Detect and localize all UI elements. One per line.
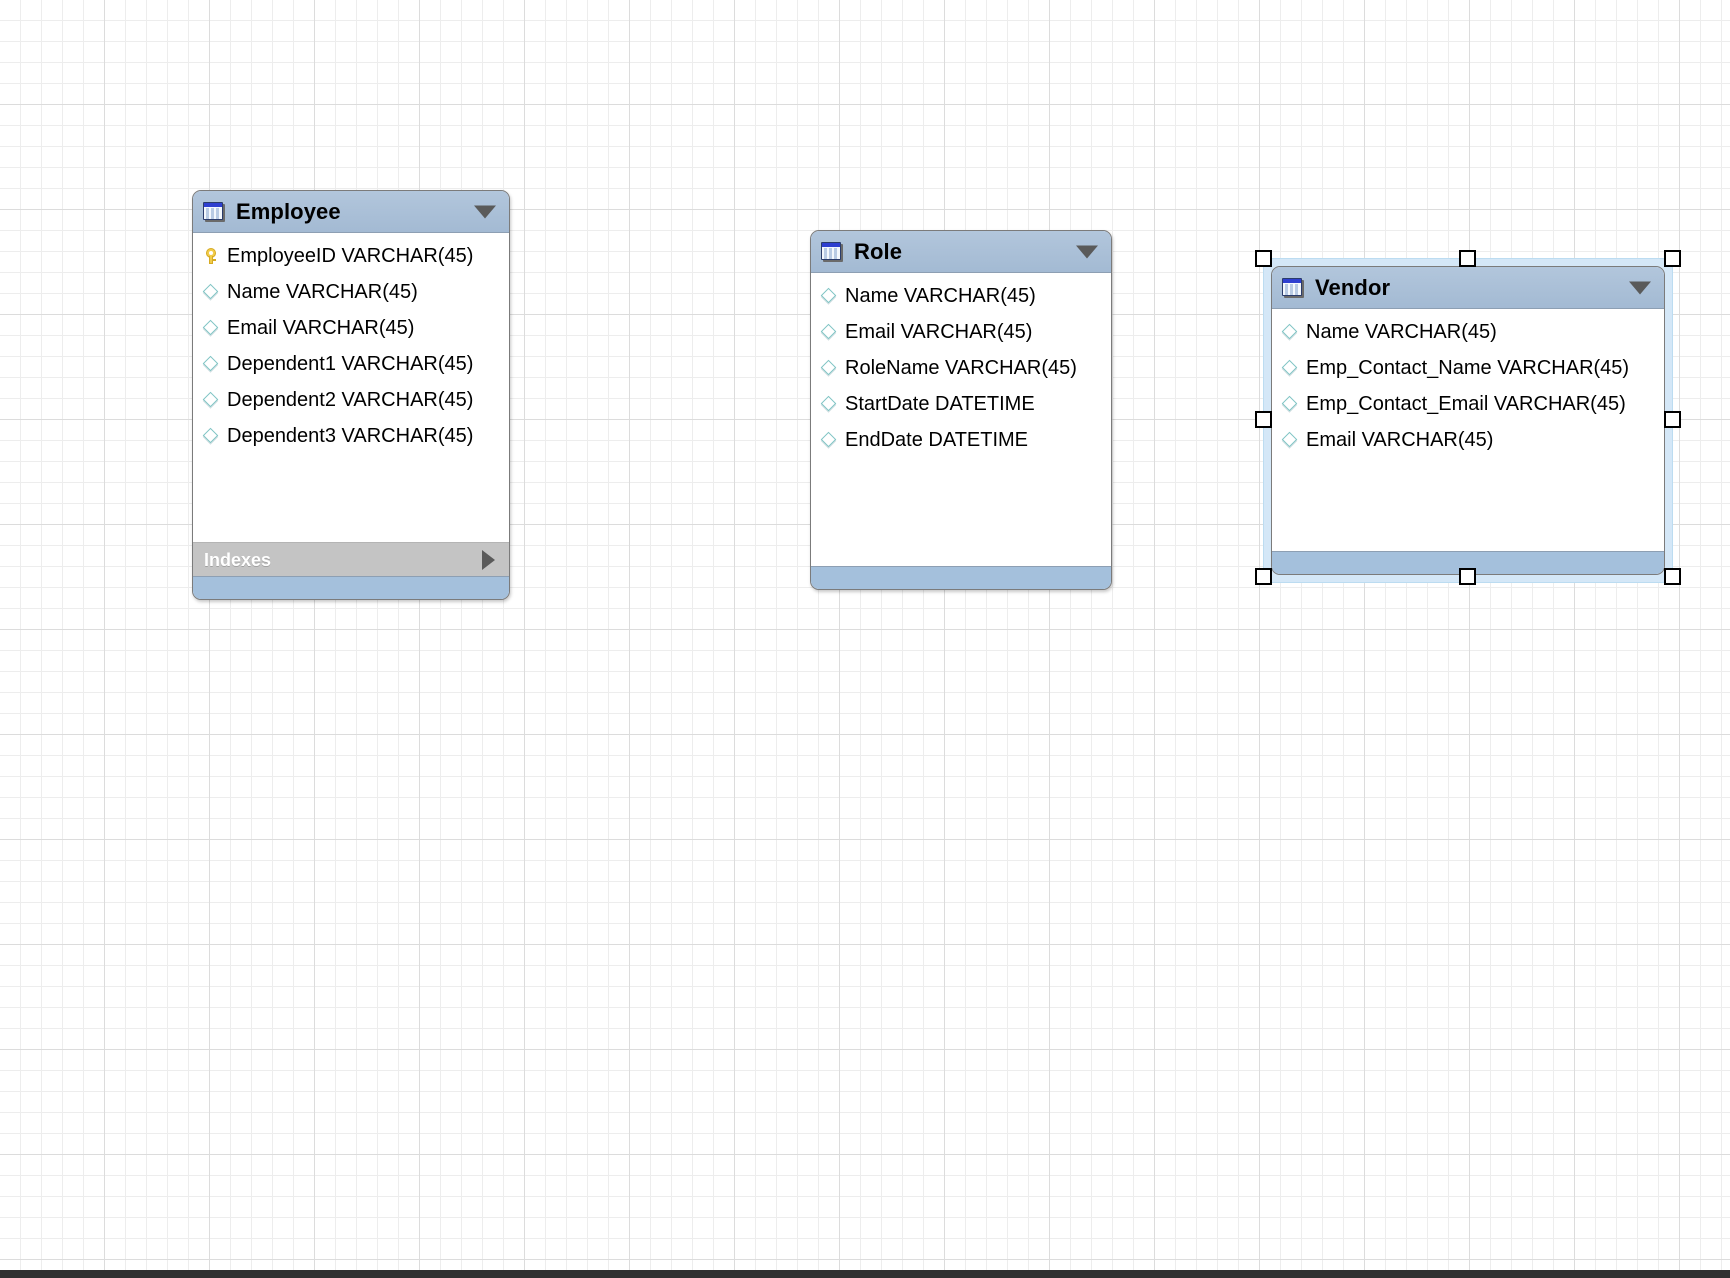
diamond-icon: [820, 359, 838, 377]
column-label: Dependent1 VARCHAR(45): [227, 353, 474, 375]
handle-top-right[interactable]: [1664, 250, 1681, 267]
diamond-icon: [1281, 359, 1299, 377]
column-row[interactable]: Emp_Contact_Name VARCHAR(45): [1272, 350, 1664, 386]
table-title: Employee: [236, 198, 341, 224]
column-row[interactable]: Dependent2 VARCHAR(45): [193, 382, 509, 418]
table-footer-strip: [193, 576, 509, 599]
table-node-role[interactable]: Role Name VARCHAR(45) Email VARCHAR(45) …: [810, 230, 1112, 590]
column-label: EndDate DATETIME: [845, 429, 1029, 451]
column-list-role: Name VARCHAR(45) Email VARCHAR(45) RoleN…: [811, 273, 1111, 458]
diamond-icon: [202, 319, 220, 337]
column-label: EmployeeID VARCHAR(45): [227, 245, 474, 267]
column-row[interactable]: EndDate DATETIME: [811, 422, 1111, 458]
handle-middle-left[interactable]: [1255, 411, 1272, 428]
table-header-vendor[interactable]: Vendor: [1272, 267, 1664, 309]
table-footer-strip: [811, 566, 1111, 589]
column-label: Email VARCHAR(45): [1306, 429, 1494, 451]
column-label: RoleName VARCHAR(45): [845, 357, 1077, 379]
chevron-right-icon[interactable]: [482, 550, 495, 570]
column-label: Emp_Contact_Name VARCHAR(45): [1306, 357, 1630, 379]
column-label: StartDate DATETIME: [845, 393, 1035, 415]
column-label: Name VARCHAR(45): [845, 285, 1036, 307]
column-row[interactable]: Emp_Contact_Email VARCHAR(45): [1272, 386, 1664, 422]
column-row[interactable]: RoleName VARCHAR(45): [811, 350, 1111, 386]
key-icon: [202, 247, 220, 265]
diamond-icon: [820, 431, 838, 449]
table-icon: [1282, 277, 1304, 298]
table-title: Vendor: [1315, 274, 1391, 300]
column-row[interactable]: StartDate DATETIME: [811, 386, 1111, 422]
column-label: Emp_Contact_Email VARCHAR(45): [1306, 393, 1626, 415]
column-row[interactable]: Email VARCHAR(45): [193, 310, 509, 346]
diamond-icon: [1281, 323, 1299, 341]
diamond-icon: [1281, 431, 1299, 449]
table-node-vendor[interactable]: Vendor Name VARCHAR(45) Emp_Contact_Name…: [1271, 266, 1665, 575]
column-label: Name VARCHAR(45): [227, 281, 418, 303]
diamond-icon: [202, 355, 220, 373]
column-label: Name VARCHAR(45): [1306, 321, 1497, 343]
table-icon: [203, 201, 225, 222]
column-list-employee: EmployeeID VARCHAR(45) Name VARCHAR(45) …: [193, 233, 509, 454]
handle-top-left[interactable]: [1255, 250, 1272, 267]
chevron-down-icon[interactable]: [1629, 281, 1651, 294]
column-label: Email VARCHAR(45): [227, 317, 415, 339]
diamond-icon: [820, 323, 838, 341]
table-footer-strip: [1272, 551, 1664, 574]
canvas-bottom-bar: [0, 1270, 1730, 1278]
indexes-section-employee[interactable]: Indexes: [193, 542, 509, 577]
column-label: Dependent2 VARCHAR(45): [227, 389, 474, 411]
diamond-icon: [202, 427, 220, 445]
column-row[interactable]: Name VARCHAR(45): [193, 274, 509, 310]
handle-top-center[interactable]: [1459, 250, 1476, 267]
column-row[interactable]: EmployeeID VARCHAR(45): [193, 238, 509, 274]
column-list-vendor: Name VARCHAR(45) Emp_Contact_Name VARCHA…: [1272, 309, 1664, 458]
chevron-down-icon[interactable]: [474, 205, 496, 218]
column-row[interactable]: Name VARCHAR(45): [1272, 314, 1664, 350]
column-row[interactable]: Name VARCHAR(45): [811, 278, 1111, 314]
indexes-label: Indexes: [204, 549, 272, 570]
column-row[interactable]: Email VARCHAR(45): [811, 314, 1111, 350]
handle-bottom-right[interactable]: [1664, 568, 1681, 585]
column-label: Dependent3 VARCHAR(45): [227, 425, 474, 447]
table-header-employee[interactable]: Employee: [193, 191, 509, 233]
table-icon: [821, 241, 843, 262]
table-node-employee[interactable]: Employee EmployeeID VARCHAR(45) Name VAR…: [192, 190, 510, 600]
diamond-icon: [202, 283, 220, 301]
column-row[interactable]: Dependent3 VARCHAR(45): [193, 418, 509, 454]
diamond-icon: [202, 391, 220, 409]
table-title: Role: [854, 238, 903, 264]
diamond-icon: [820, 287, 838, 305]
diamond-icon: [1281, 395, 1299, 413]
handle-middle-right[interactable]: [1664, 411, 1681, 428]
handle-bottom-left[interactable]: [1255, 568, 1272, 585]
handle-bottom-center[interactable]: [1459, 568, 1476, 585]
column-row[interactable]: Dependent1 VARCHAR(45): [193, 346, 509, 382]
column-label: Email VARCHAR(45): [845, 321, 1033, 343]
chevron-down-icon[interactable]: [1076, 245, 1098, 258]
diamond-icon: [820, 395, 838, 413]
table-header-role[interactable]: Role: [811, 231, 1111, 273]
column-row[interactable]: Email VARCHAR(45): [1272, 422, 1664, 458]
